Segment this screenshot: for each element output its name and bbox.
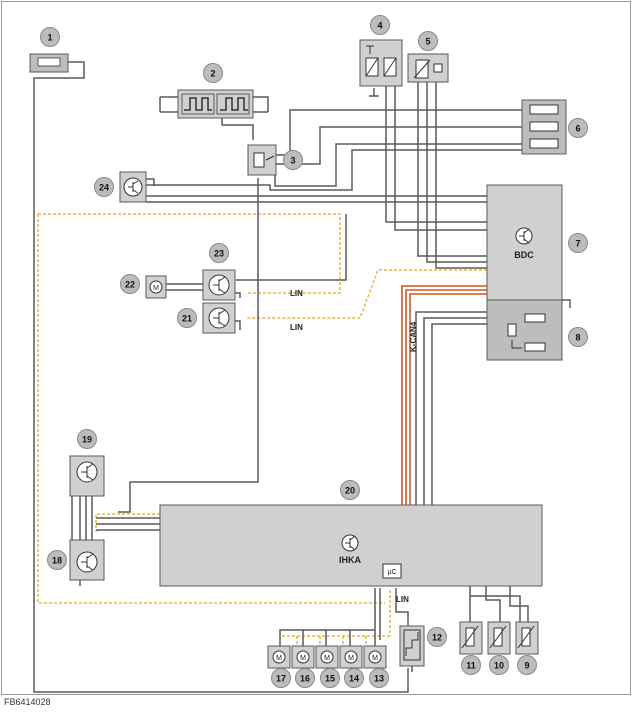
badge-8-label: 8	[575, 333, 580, 343]
badge-11-label: 11	[466, 661, 476, 671]
badge-1: 1	[40, 27, 60, 47]
lin-label-a: LIN	[290, 289, 303, 298]
component-6-fuse-block	[521, 99, 567, 155]
badge-23: 23	[209, 243, 229, 263]
badge-2: 2	[203, 63, 223, 83]
badge-21: 21	[177, 308, 197, 328]
badge-12: 12	[427, 627, 447, 647]
badge-15: 15	[320, 668, 340, 688]
component-5-sensor	[407, 53, 449, 83]
badge-8: 8	[568, 327, 588, 347]
component-20-ihka	[159, 504, 543, 587]
microcontroller-label: µC	[387, 569, 396, 576]
badge-7-label: 7	[575, 239, 580, 249]
badge-16-label: 16	[300, 674, 310, 684]
figure-code: FB6414028	[4, 697, 51, 707]
badge-4-label: 4	[377, 21, 382, 31]
component-21-sensor	[202, 302, 236, 334]
badge-9: 9	[517, 655, 537, 675]
component-1-fuse	[29, 53, 69, 73]
badge-20-label: 20	[345, 486, 355, 496]
badge-12-label: 12	[432, 633, 442, 643]
lin-label-b: LIN	[290, 323, 303, 332]
badge-17: 17	[271, 668, 291, 688]
badge-14: 14	[344, 668, 364, 688]
svg-text:M: M	[348, 655, 354, 662]
badge-13: 13	[369, 668, 389, 688]
component-8-fuse-relay	[486, 299, 563, 361]
badge-13-label: 13	[374, 674, 384, 684]
lin-bus-lines	[37, 213, 487, 646]
badge-6: 6	[568, 118, 588, 138]
svg-text:M: M	[153, 285, 159, 292]
lin-label-c: LIN	[396, 595, 409, 604]
wires	[33, 61, 529, 693]
component-7-bdc	[486, 184, 563, 301]
badge-18-label: 18	[52, 556, 62, 566]
badge-6-label: 6	[575, 124, 580, 134]
badge-4: 4	[370, 15, 390, 35]
svg-text:M: M	[324, 655, 330, 662]
badge-24-label: 24	[99, 183, 109, 193]
badge-2-label: 2	[210, 69, 215, 79]
component-3-relay	[247, 144, 277, 176]
kcan-label: K-CAN4	[409, 321, 418, 352]
component-22-motor: M	[145, 275, 167, 299]
badge-16: 16	[295, 668, 315, 688]
badge-22: 22	[120, 274, 140, 294]
badge-19: 19	[77, 429, 97, 449]
ihka-label: IHKA	[339, 555, 361, 565]
svg-text:M: M	[300, 655, 306, 662]
badge-23-label: 23	[214, 249, 224, 259]
svg-text:M: M	[372, 655, 378, 662]
badge-19-label: 19	[82, 435, 92, 445]
component-18-sensor	[69, 539, 105, 581]
badge-5: 5	[418, 31, 438, 51]
sensors-9-11	[459, 621, 539, 655]
badge-7: 7	[568, 233, 588, 253]
badge-5-label: 5	[425, 37, 430, 47]
badge-1-label: 1	[47, 33, 52, 43]
kcan-bus	[401, 285, 487, 505]
badge-10: 10	[489, 655, 509, 675]
motors-13-17: M M M M M	[267, 645, 387, 669]
bdc-label: BDC	[514, 250, 534, 260]
component-4-sensor	[359, 39, 403, 87]
svg-text:M: M	[276, 655, 282, 662]
component-24-sensor	[119, 171, 147, 203]
component-12-sensor	[399, 625, 425, 667]
component-23-sensor	[202, 269, 236, 301]
badge-24: 24	[94, 177, 114, 197]
badge-3-label: 3	[290, 156, 295, 166]
ground-symbols	[79, 88, 571, 672]
badge-3: 3	[283, 150, 303, 170]
badge-9-label: 9	[524, 661, 529, 671]
badge-15-label: 15	[325, 674, 335, 684]
badge-18: 18	[47, 550, 67, 570]
component-2-relay-block	[177, 89, 254, 119]
diagram-frame	[1, 1, 631, 695]
badge-17-label: 17	[276, 674, 286, 684]
badge-14-label: 14	[349, 674, 359, 684]
badge-11: 11	[461, 655, 481, 675]
badge-20: 20	[340, 480, 360, 500]
badge-10-label: 10	[494, 661, 504, 671]
badge-22-label: 22	[125, 280, 135, 290]
component-19-sensor	[69, 455, 105, 497]
badge-21-label: 21	[182, 314, 192, 324]
